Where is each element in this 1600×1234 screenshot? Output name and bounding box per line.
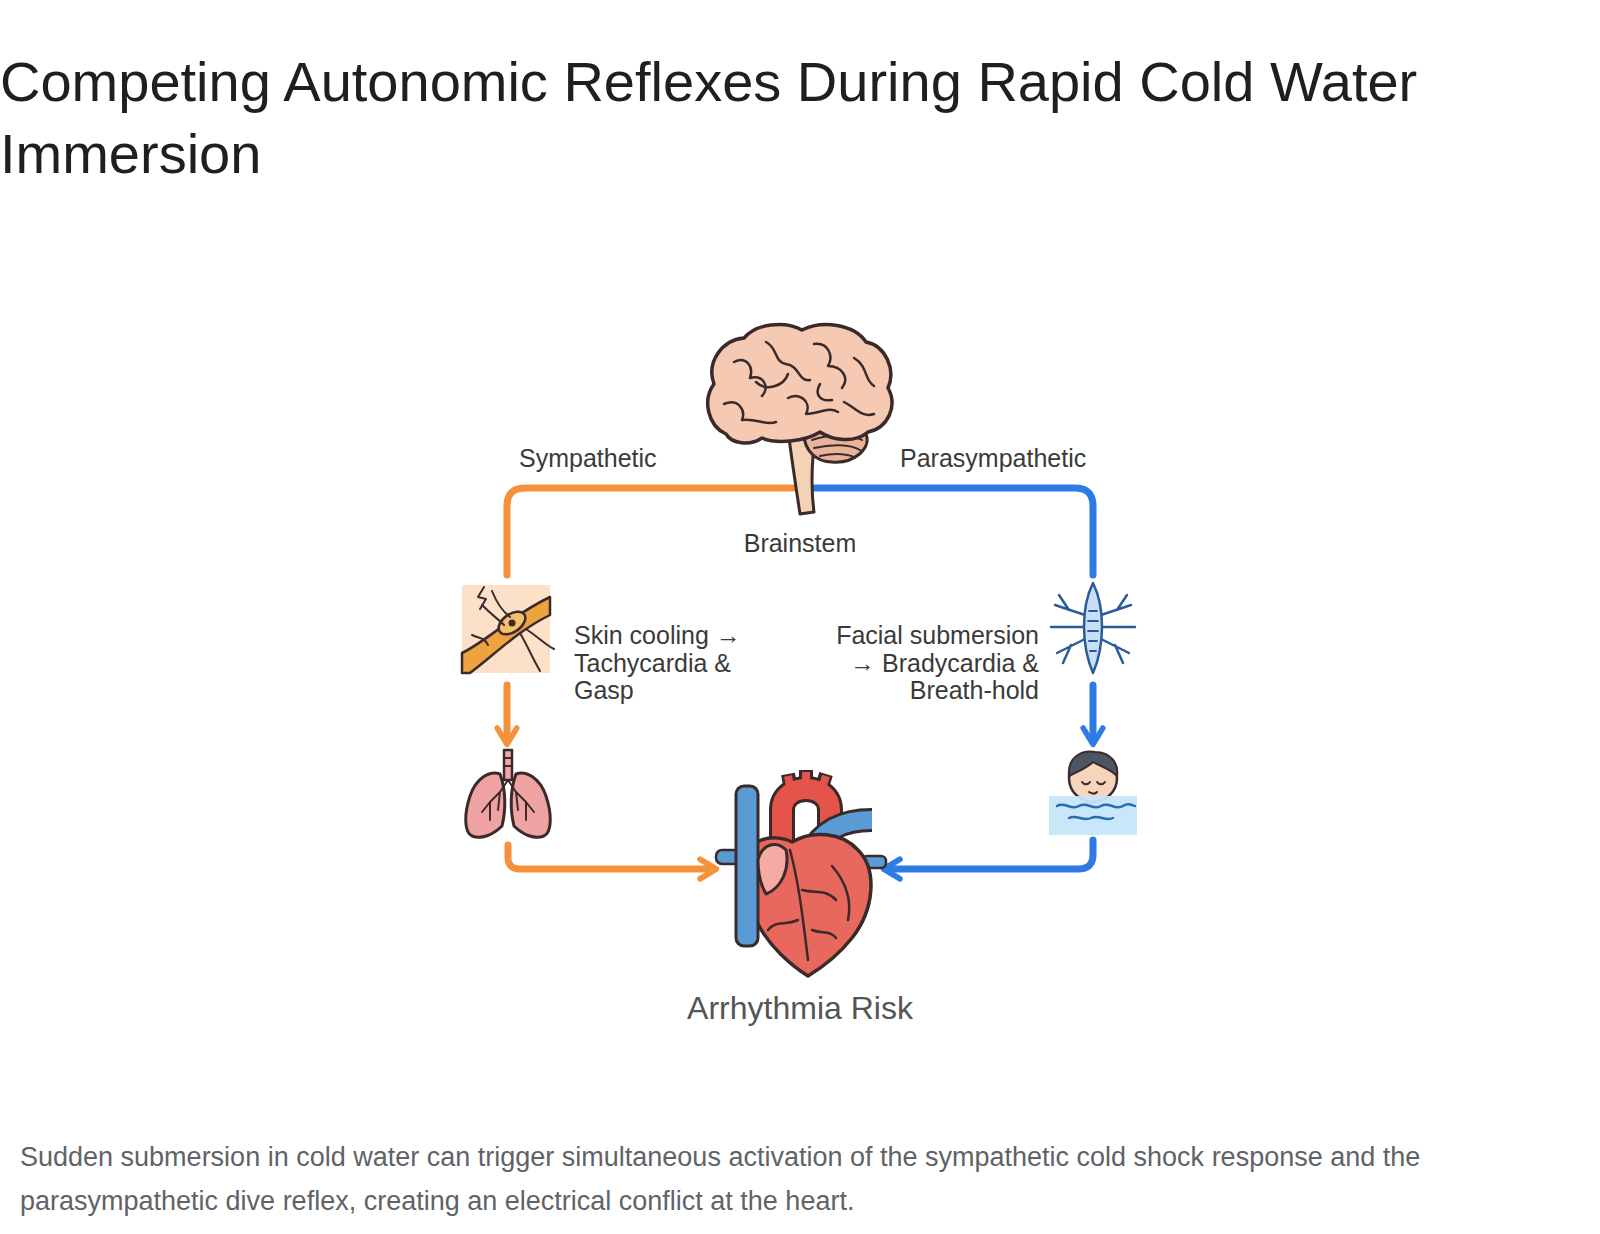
heart-illustration-part (736, 786, 758, 946)
heart-illustration-part (758, 845, 787, 894)
icon-node (460, 740, 556, 845)
face-illustration-part (1057, 804, 1135, 819)
nerve-illustration-part (1084, 583, 1102, 673)
icon-node: Brainstem (704, 322, 896, 488)
node-label: Brainstem (664, 527, 936, 559)
skin-illustration-part (509, 620, 516, 627)
face-illustration-part (1069, 752, 1117, 776)
icon-node: Arrhythmia Risk (712, 770, 888, 980)
diagram-caption: Sudden submersion in cold water can trig… (20, 1135, 1592, 1223)
icon-node: Facial submersion → Bradycardia & Breath… (1049, 575, 1137, 685)
node-label: Skin cooling → Tachycardia & Gasp (574, 622, 774, 705)
connector-arrow (888, 840, 1093, 869)
lungs-illustration (466, 750, 551, 837)
brain-illustration (708, 324, 892, 514)
node-label: Arrhythmia Risk (620, 990, 980, 1026)
connector-arrow (504, 685, 511, 740)
heart-illustration-part (747, 834, 871, 976)
face-illustration (1049, 752, 1137, 835)
pathway-label: Sympathetic (519, 442, 657, 474)
heart-illustration-part (768, 850, 849, 960)
skin-illustration (462, 585, 554, 673)
skin-illustration-part (472, 587, 554, 671)
brain-illustration-part (708, 324, 892, 442)
lungs-illustration-part (482, 758, 534, 820)
skin-illustration-part (462, 585, 550, 673)
diagram-title: Competing Autonomic Reflexes During Rapi… (0, 46, 1560, 190)
connector-arrow (1090, 685, 1097, 740)
face-illustration-part (1049, 796, 1137, 835)
nerve-illustration (1051, 583, 1135, 673)
pathway-label: Parasympathetic (900, 442, 1086, 474)
brain-illustration-part (724, 342, 874, 423)
skin-illustration-part (462, 597, 550, 673)
icon-node (1049, 740, 1137, 840)
skin-illustration-part (495, 607, 530, 639)
icon-node: Skin cooling → Tachycardia & Gasp (462, 575, 552, 685)
face-illustration-part (1082, 782, 1105, 794)
heart-illustration (716, 770, 886, 976)
connector-arrow (508, 845, 712, 869)
nerve-illustration-part (1088, 611, 1098, 651)
node-label: Facial submersion → Bradycardia & Breath… (827, 622, 1039, 705)
